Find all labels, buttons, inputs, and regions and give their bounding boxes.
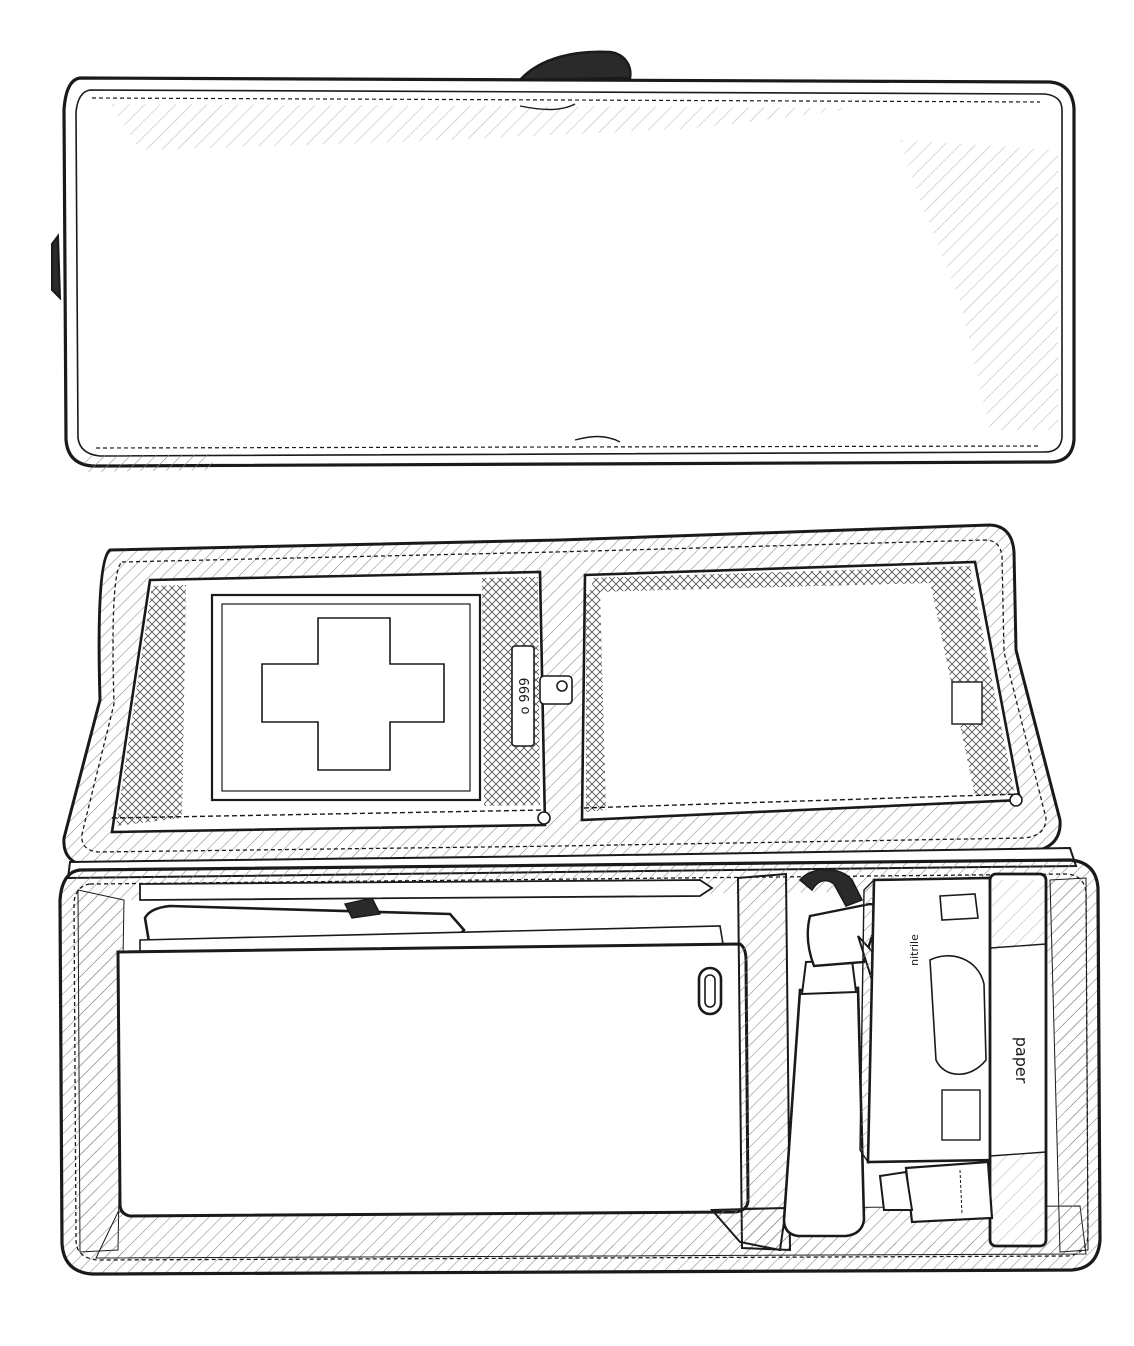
closed-case-body — [62, 76, 1076, 468]
closed-case — [51, 50, 1076, 472]
right-pocket-zipper — [583, 793, 1021, 809]
closed-case-right-shading — [900, 140, 1058, 430]
paper-roll-label: paper — [1012, 1037, 1031, 1084]
right-pocket-mesh-top — [590, 566, 972, 592]
open-lid-inner-rim — [81, 539, 1047, 853]
closed-case-bottom-band — [80, 454, 215, 472]
pouch-grommet-hole — [704, 974, 716, 1008]
large-pouch — [116, 942, 750, 1218]
pen-in-pocket — [951, 681, 983, 725]
closed-case-zipper-seam-bottom — [95, 445, 1041, 449]
divider-panel — [736, 872, 792, 1252]
ointment-tube — [904, 1160, 994, 1224]
code-tag — [511, 645, 535, 747]
closed-case-top-shading — [110, 104, 860, 150]
code-tag-label: o 999 — [518, 678, 533, 715]
first-aid-cross-icon — [261, 617, 445, 771]
spray-bottle — [782, 986, 866, 1238]
glove-box-side — [859, 878, 875, 1165]
closed-case-side-strap — [51, 233, 62, 301]
closed-case-lid-edge — [75, 89, 1063, 457]
pouch-zip-tab — [343, 897, 382, 919]
ointment-tube-print — [959, 1169, 963, 1215]
zipper-pull-icon — [1009, 793, 1023, 807]
glove-box-info-panel — [941, 1089, 981, 1141]
base-right-wall-shade — [1049, 877, 1089, 1253]
instruction-card-inner-border — [221, 603, 471, 792]
base-left-wall-shade — [77, 889, 125, 1253]
glove-box-label: nitrile — [908, 934, 921, 966]
divider-folded-flap — [709, 1206, 788, 1252]
clip-tab — [539, 675, 573, 705]
spray-hanging-strap — [798, 868, 864, 907]
open-case: o 999 — [58, 523, 1102, 1276]
closed-case-handle — [517, 50, 632, 82]
closed-case-center-fold — [519, 103, 621, 443]
zipper-pull-icon-left — [537, 811, 551, 825]
left-pocket-mesh-left — [116, 585, 186, 826]
paper-roll-band-top — [989, 943, 1047, 949]
left-pocket-zipper — [111, 809, 546, 819]
clip-snap-icon — [556, 680, 568, 692]
left-pocket-mesh-right — [482, 577, 540, 806]
glove-icon — [929, 893, 987, 1075]
right-pocket-mesh-left — [586, 590, 606, 812]
splint-stick — [139, 879, 714, 901]
ointment-tube-cap — [878, 1170, 914, 1211]
paper-roll-band-bottom — [989, 1151, 1047, 1157]
